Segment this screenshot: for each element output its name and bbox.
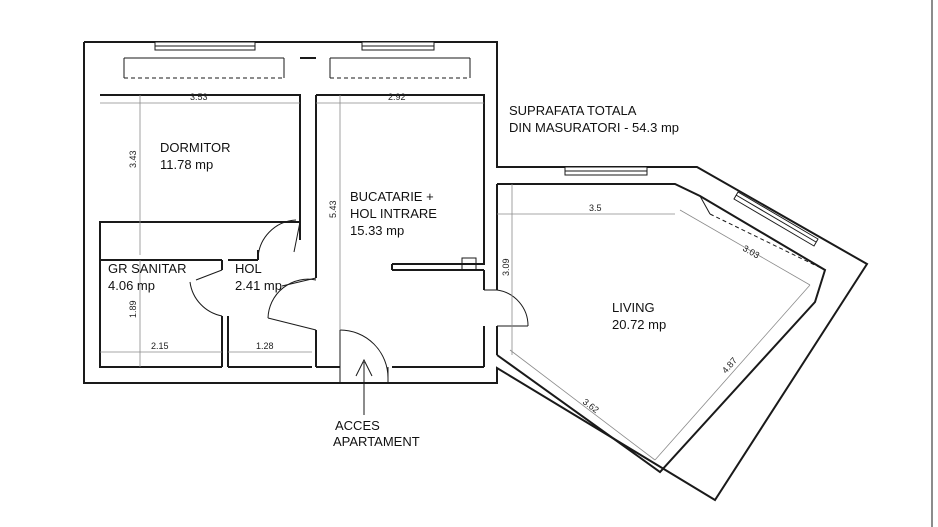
dim-dormitor-height: 3.43	[128, 150, 138, 168]
dim-gr-sanitar-width: 2.15	[151, 341, 169, 351]
door-dormitor	[257, 219, 301, 261]
bucatarie-fixture	[461, 257, 477, 271]
window-living-top	[497, 166, 675, 185]
dim-living-bottom: 3.62	[581, 397, 601, 416]
room-gr-sanitar-area: 4.06 mp	[108, 278, 155, 293]
room-gr-sanitar-name: GR SANITAR	[108, 261, 187, 276]
room-dormitor-name: DORMITOR	[160, 140, 231, 155]
dimension-lines	[100, 95, 811, 461]
room-bucatarie-area: 15.33 mp	[350, 223, 404, 238]
dim-dormitor-width: 3.53	[190, 92, 208, 102]
dim-bucatarie-height: 5.43	[328, 200, 338, 218]
room-hol-area: 2.41 mp	[235, 278, 282, 293]
total-area-line1: SUPRAFATA TOTALA	[509, 103, 637, 118]
window-living-right	[699, 191, 826, 271]
access-label-line2: APARTAMENT	[333, 434, 420, 449]
dim-living-right: 4.87	[720, 356, 739, 376]
total-area-line2: DIN MASURATORI - 54.3 mp	[509, 120, 679, 135]
room-dormitor-area: 11.78 mp	[160, 157, 213, 172]
dim-living-left: 3.09	[501, 258, 511, 276]
door-gr-sanitar	[189, 269, 223, 317]
dim-living-top: 3.5	[589, 203, 602, 213]
door-entrance	[339, 329, 389, 383]
door-living	[484, 289, 529, 327]
dim-gr-sanitar-height: 1.89	[128, 300, 138, 318]
room-hol-name: HOL	[235, 261, 262, 276]
window-bucatarie	[329, 41, 471, 79]
room-bucatarie-name-1: BUCATARIE +	[350, 189, 434, 204]
dim-hol-width: 1.28	[256, 341, 274, 351]
access-label-line1: ACCES	[335, 418, 380, 433]
door-hol	[267, 277, 317, 331]
room-living-name: LIVING	[612, 300, 655, 315]
room-living-area: 20.72 mp	[612, 317, 666, 332]
dim-bucatarie-width: 2.92	[388, 92, 406, 102]
inner-wall-left	[99, 94, 301, 368]
dim-living-upper-right: 3.03	[741, 243, 761, 260]
window-dormitor	[123, 41, 285, 79]
room-bucatarie-name-2: HOL INTRARE	[350, 206, 437, 221]
outer-wall	[83, 41, 869, 502]
bucatarie-wall	[316, 94, 485, 265]
access-arrow	[355, 358, 373, 415]
